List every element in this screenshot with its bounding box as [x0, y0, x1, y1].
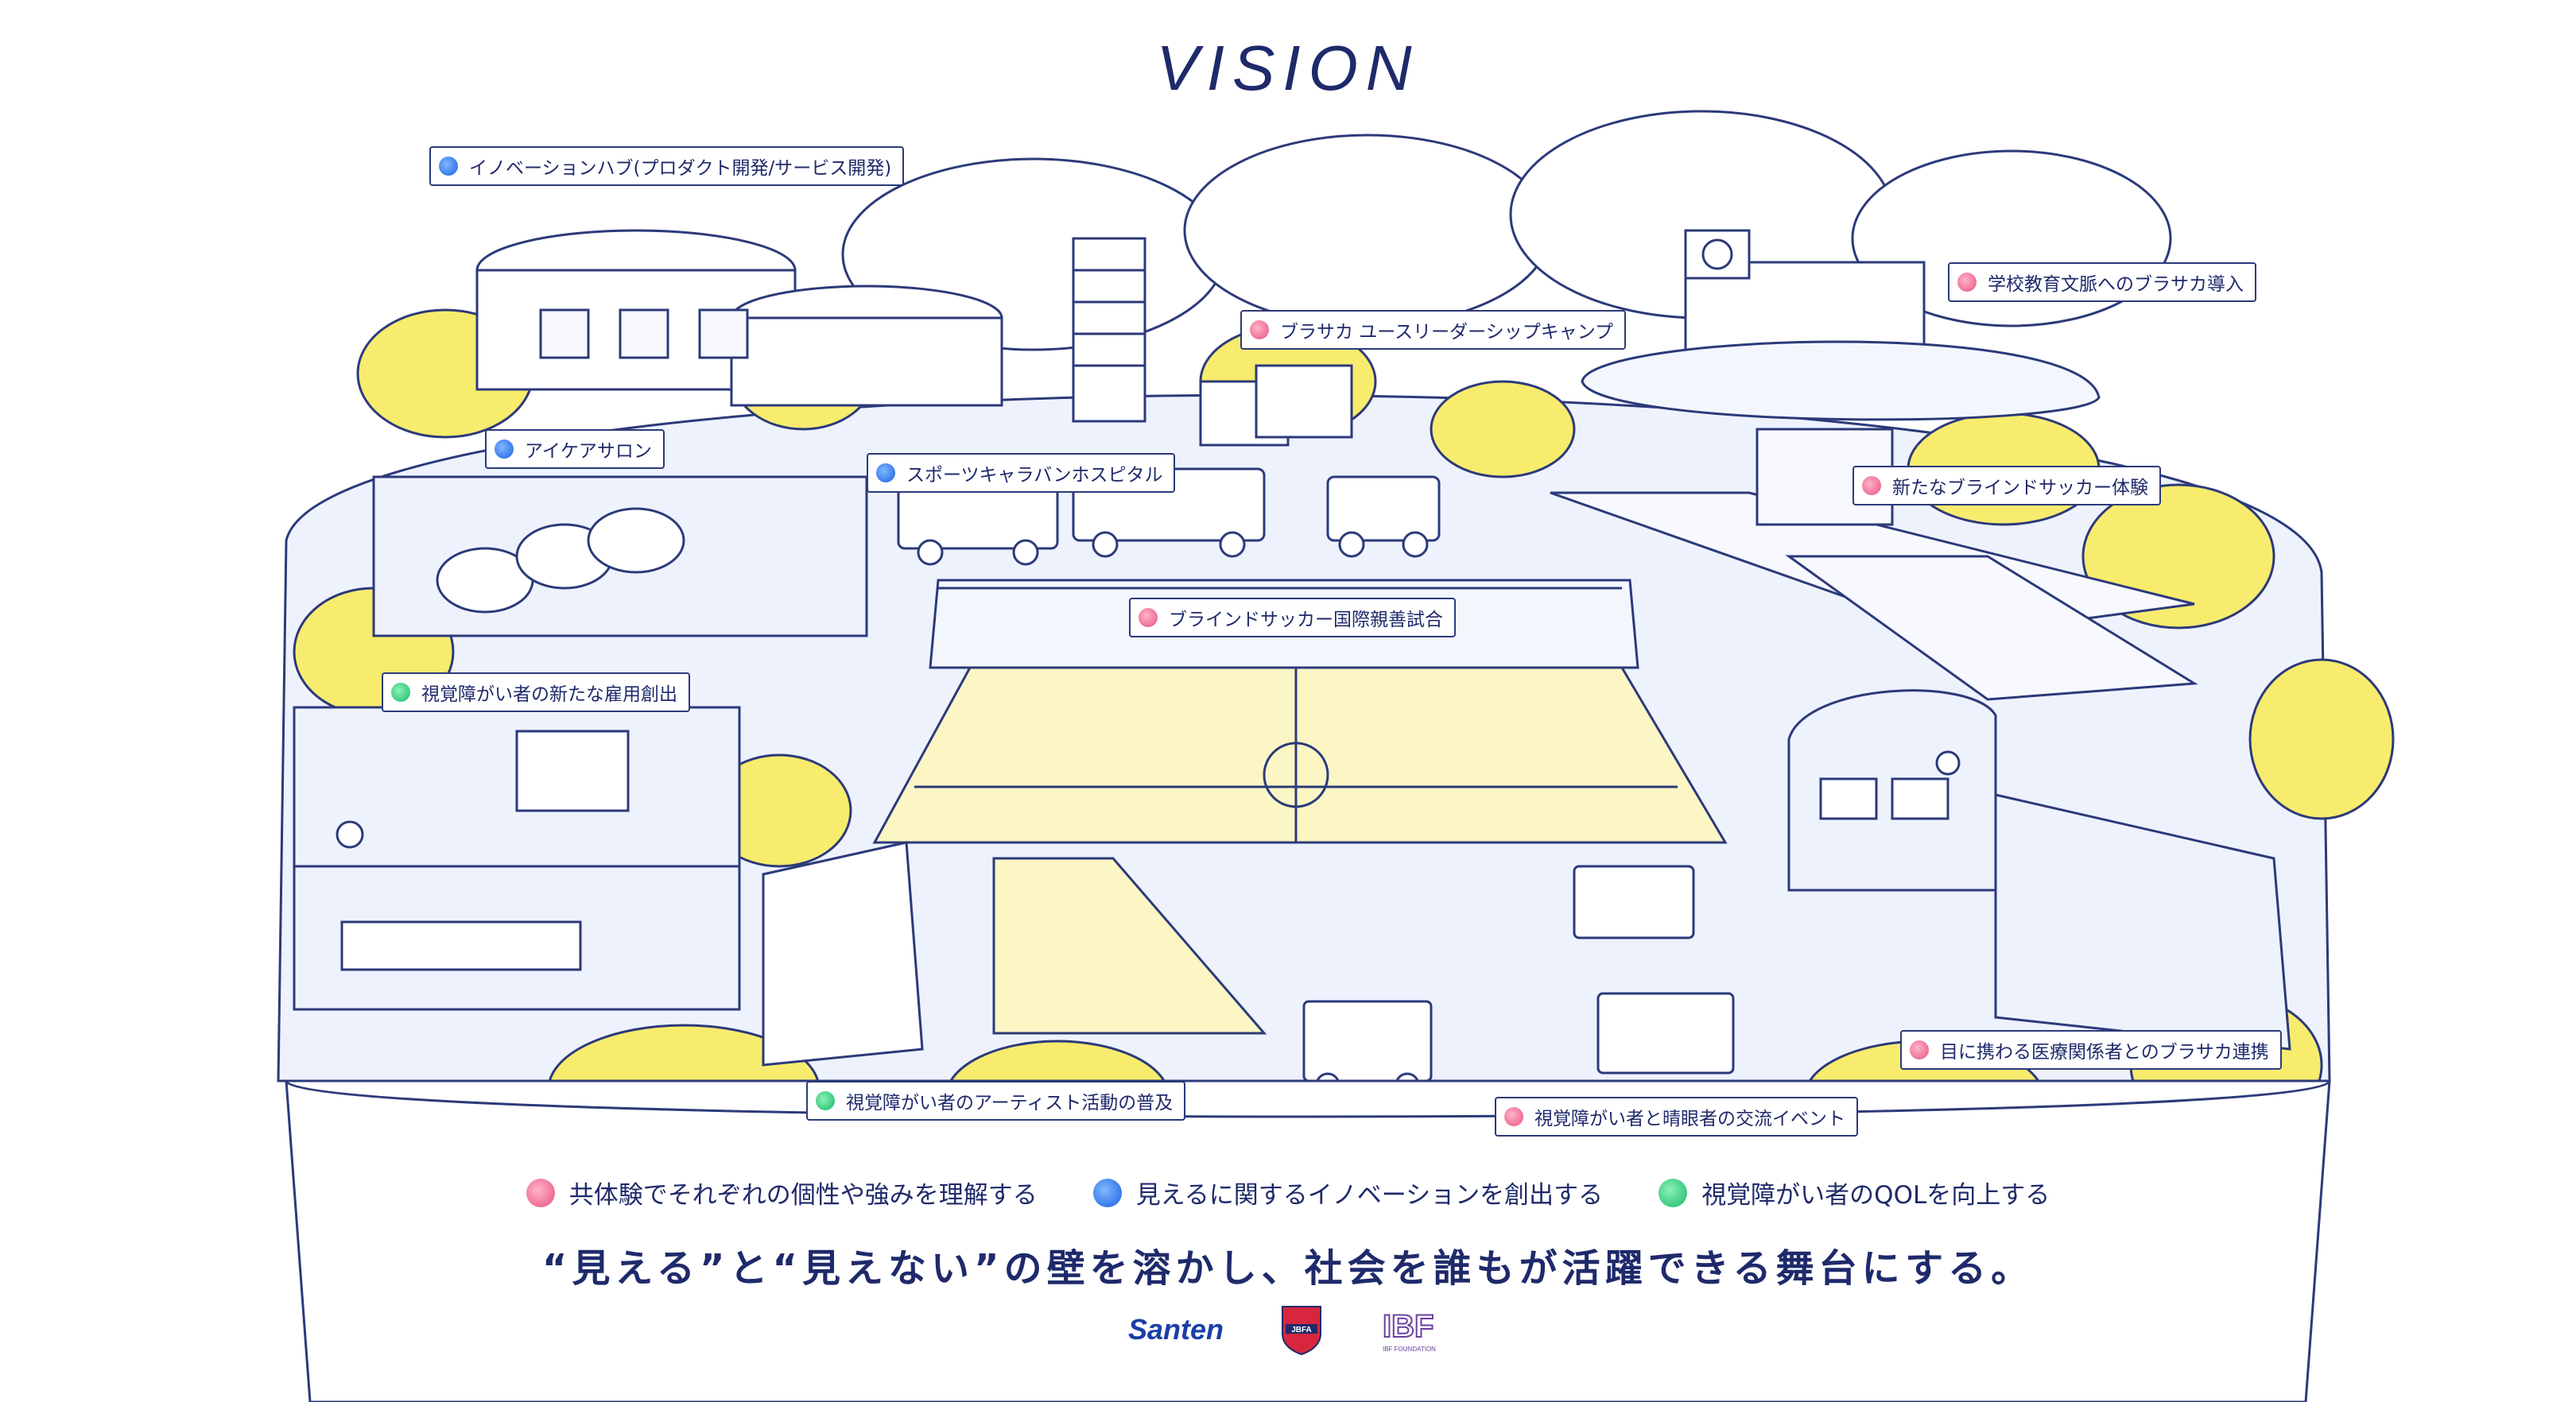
- blue-dot-icon: [1092, 1178, 1122, 1207]
- pink-dot-icon: [1862, 476, 1881, 495]
- school-building: [1581, 229, 2101, 421]
- label-text: 視覚障がい者の新たな雇用創出: [421, 684, 677, 705]
- label-innovation-hub: イノベーションハブ(プロダクト開発/サービス開発): [429, 146, 905, 186]
- label-text: 新たなブラインドサッカー体験: [1892, 478, 2148, 498]
- green-dot-icon: [1658, 1178, 1688, 1207]
- blue-dot-icon: [876, 463, 895, 482]
- jbfa-logo: JBFA: [1282, 1306, 1322, 1356]
- green-dot-icon: [391, 683, 410, 702]
- tall-building: [1072, 237, 1146, 423]
- label-text: ブラインドサッカー国際親善試合: [1169, 610, 1443, 630]
- page-title: VISION: [1156, 33, 1420, 103]
- label-text: アイケアサロン: [525, 441, 652, 462]
- blue-dot-icon: [439, 157, 458, 176]
- label-text: 視覚障がい者と晴眼者の交流イベント: [1534, 1109, 1845, 1129]
- santen-logo: Santen: [1127, 1313, 1224, 1346]
- pink-dot-icon: [1504, 1107, 1523, 1126]
- legend-item-blue: 見えるに関するイノベーションを創出する: [1092, 1175, 1604, 1210]
- vision-slogan: “見える”と“見えない”の壁を溶かし、社会を誰もが活躍できる舞台にする。: [541, 1246, 2035, 1291]
- pink-dot-icon: [1957, 273, 1977, 292]
- label-text: 視覚障がい者のアーティスト活動の普及: [846, 1093, 1174, 1113]
- bottom-panel: [285, 1079, 2331, 1402]
- legend: 共体験でそれぞれの個性や強みを理解する 見えるに関するイノベーションを創出する …: [0, 1175, 2576, 1210]
- pink-dot-icon: [1910, 1040, 1929, 1059]
- medical-clinic: [1787, 689, 2291, 1051]
- label-medical-collaboration: 目に携わる医療関係者とのブラサカ連携: [1900, 1030, 2282, 1070]
- blind-soccer-court: [1550, 428, 2198, 701]
- partner-logos: Santen JBFA IBF IBF FOUNDATION: [0, 1303, 2576, 1356]
- blue-dot-icon: [495, 440, 514, 459]
- pink-dot-icon: [526, 1178, 555, 1207]
- legend-text: 見えるに関するイノベーションを創出する: [1135, 1181, 1604, 1210]
- employment-office: [293, 706, 741, 1011]
- label-text: スポーツキャラバンホスピタル: [906, 465, 1163, 486]
- label-youth-leadership-camp: ブラサカ ユースリーダーシップキャンプ: [1240, 310, 1627, 350]
- label-school-education: 学校教育文脈へのブラサカ導入: [1948, 262, 2256, 302]
- jbfa-text: JBFA: [1291, 1326, 1312, 1334]
- label-text: 目に携わる医療関係者とのブラサカ連携: [1940, 1042, 2269, 1063]
- artist-gallery: [762, 841, 1267, 1067]
- label-text: 学校教育文脈へのブラサカ導入: [1988, 274, 2244, 295]
- caravan-vehicles: [897, 467, 1441, 566]
- ibf-mark-text: IBF: [1383, 1309, 1433, 1344]
- label-eye-care-salon: アイケアサロン: [485, 429, 665, 469]
- label-new-blind-soccer-experience: 新たなブラインドサッカー体験: [1852, 466, 2161, 505]
- legend-item-green: 視覚障がい者のQOLを向上する: [1658, 1175, 2050, 1210]
- pink-dot-icon: [1139, 608, 1158, 627]
- pink-dot-icon: [1250, 320, 1269, 339]
- label-new-employment: 視覚障がい者の新たな雇用創出: [382, 672, 690, 712]
- legend-text: 視覚障がい者のQOLを向上する: [1701, 1181, 2050, 1210]
- label-artist-activity: 視覚障がい者のアーティスト活動の普及: [806, 1081, 1186, 1121]
- label-text: イノベーションハブ(プロダクト開発/サービス開発): [469, 158, 892, 179]
- label-text: ブラサカ ユースリーダーシップキャンプ: [1280, 322, 1614, 343]
- camp-cabin: [1199, 364, 1353, 447]
- ibf-logo: IBF IBF FOUNDATION: [1382, 1308, 1436, 1353]
- label-sports-caravan-hospital: スポーツキャラバンホスピタル: [867, 453, 1176, 493]
- ibf-subtitle: IBF FOUNDATION: [1383, 1346, 1436, 1353]
- green-dot-icon: [816, 1091, 835, 1110]
- label-international-friendly-match: ブラインドサッカー国際親善試合: [1129, 598, 1456, 637]
- eye-care-salon: [372, 475, 868, 637]
- legend-item-pink: 共体験でそれぞれの個性や強みを理解する: [526, 1175, 1038, 1210]
- label-exchange-event: 視覚障がい者と晴眼者の交流イベント: [1495, 1097, 1858, 1137]
- innovation-hub-building: [475, 229, 1003, 407]
- legend-text: 共体験でそれぞれの個性や強みを理解する: [568, 1181, 1038, 1210]
